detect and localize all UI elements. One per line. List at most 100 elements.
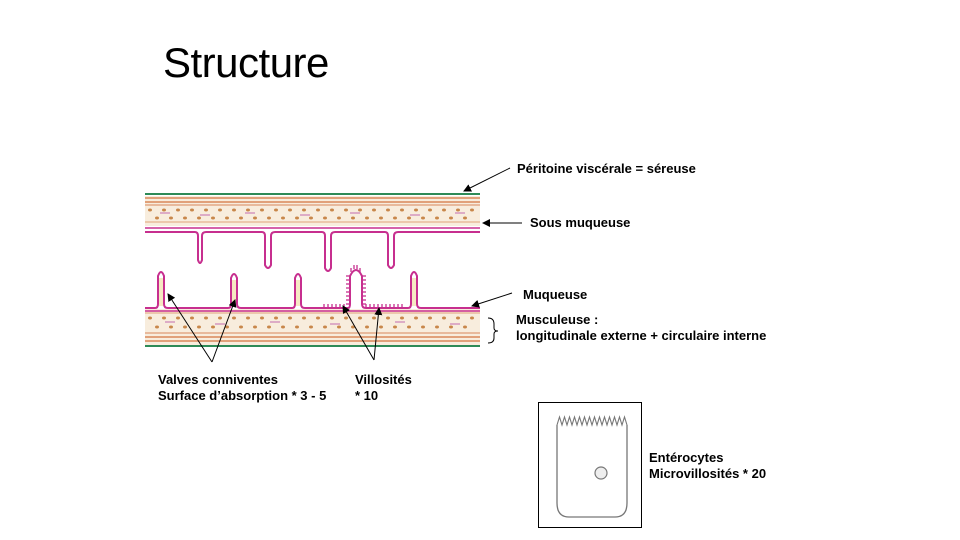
enterocyte-drawing <box>556 415 628 518</box>
label-enterocytes-line2: Microvillosités * 20 <box>649 466 767 481</box>
muscle-dot <box>295 325 299 329</box>
label-valves-line1: Valves conniventes <box>158 372 278 387</box>
muscle-dot <box>442 208 446 212</box>
muscle-dot <box>246 316 250 320</box>
muscle-dot <box>267 216 271 220</box>
muscle-dot <box>344 208 348 212</box>
muscle-dot <box>463 325 467 329</box>
muscle-dot <box>190 316 194 320</box>
muscle-dot <box>309 216 313 220</box>
muscle-dot <box>365 325 369 329</box>
muscle-dot <box>183 216 187 220</box>
muscle-dot <box>148 316 152 320</box>
muscle-dot <box>204 208 208 212</box>
musculeuse-brace <box>487 317 499 344</box>
muscle-dot <box>470 208 474 212</box>
muscle-dot <box>155 216 159 220</box>
muscle-dot <box>190 208 194 212</box>
muscle-dot <box>225 216 229 220</box>
muscle-dot <box>162 208 166 212</box>
muscle-dot <box>239 216 243 220</box>
muscle-dot <box>372 316 376 320</box>
muscle-dot <box>183 325 187 329</box>
muscle-dot <box>260 208 264 212</box>
label-sous-muqueuse: Sous muqueuse <box>530 215 631 230</box>
label-valves-line2: Surface d’absorption * 3 - 5 <box>158 388 327 403</box>
muscle-dot <box>421 216 425 220</box>
muscle-dot <box>421 325 425 329</box>
slide-title: Structure <box>163 39 329 86</box>
muscle-dot <box>176 208 180 212</box>
muscle-dot <box>449 216 453 220</box>
muscle-dot <box>470 316 474 320</box>
muscle-dot <box>323 216 327 220</box>
muscle-dot <box>295 216 299 220</box>
muscle-dot <box>211 216 215 220</box>
nucleus <box>594 466 608 480</box>
muscle-dot <box>365 216 369 220</box>
muscle-dot <box>281 216 285 220</box>
muscle-dot <box>449 325 453 329</box>
muscle-dot <box>428 208 432 212</box>
mucosa-top-folds <box>145 231 480 272</box>
muscle-dot <box>386 316 390 320</box>
muscle-dot <box>204 316 208 320</box>
muscle-dots-top <box>148 208 474 220</box>
muscle-dot <box>274 208 278 212</box>
muscle-dot <box>169 325 173 329</box>
muscle-dot <box>211 325 215 329</box>
muscle-dot <box>197 216 201 220</box>
muscle-dot <box>288 316 292 320</box>
label-enterocytes-line1: Entérocytes <box>649 450 724 465</box>
muscle-dot <box>344 316 348 320</box>
muscle-dot <box>309 325 313 329</box>
muscle-dot <box>407 216 411 220</box>
label-musculeuse: Musculeuse : longitudinale externe + cir… <box>516 312 766 344</box>
label-villosites-line1: Villosités <box>355 372 412 387</box>
muscle-dot <box>330 208 334 212</box>
label-peritoine: Péritoine viscérale = séreuse <box>517 161 696 176</box>
muscle-dot <box>155 325 159 329</box>
muscle-dot <box>428 316 432 320</box>
muscle-dot <box>442 316 446 320</box>
label-valves: Valves conniventes Surface d’absorption … <box>158 372 326 404</box>
muscle-dot <box>400 208 404 212</box>
muscle-dot <box>225 325 229 329</box>
muscle-dot <box>162 316 166 320</box>
muscle-dot <box>435 216 439 220</box>
muscle-dot <box>176 316 180 320</box>
muscle-dot <box>463 216 467 220</box>
muscle-dot <box>253 216 257 220</box>
muscle-dot <box>379 216 383 220</box>
muscle-dot <box>197 325 201 329</box>
muscle-dot <box>337 216 341 220</box>
label-musculeuse-line2: longitudinale externe + circulaire inter… <box>516 328 767 343</box>
muscle-dot <box>456 208 460 212</box>
muscle-dot <box>169 216 173 220</box>
muscle-dot <box>351 325 355 329</box>
villus-brush <box>323 265 403 308</box>
muscle-dot <box>456 316 460 320</box>
muscle-dot <box>358 316 362 320</box>
muscle-dot <box>372 208 376 212</box>
muscle-dot <box>358 208 362 212</box>
mucosa-bottom-folds <box>145 269 480 309</box>
muscle-dot <box>407 325 411 329</box>
muscle-dot <box>281 325 285 329</box>
muscle-dot <box>218 208 222 212</box>
label-villosites-line2: * 10 <box>355 388 379 403</box>
muscle-dot <box>393 325 397 329</box>
label-villosites: Villosités * 10 <box>355 372 412 404</box>
muscle-dot <box>386 208 390 212</box>
pointer-arrows <box>167 167 522 363</box>
muscle-dot <box>435 325 439 329</box>
muscle-dot <box>316 316 320 320</box>
enterocyte-cell-outline <box>556 425 628 518</box>
microvilli-brush <box>556 415 628 427</box>
muscle-dot <box>239 325 243 329</box>
muscle-dot <box>246 208 250 212</box>
muscle-dot <box>351 216 355 220</box>
label-muqueuse: Muqueuse <box>523 287 588 302</box>
muscle-dot <box>274 316 278 320</box>
